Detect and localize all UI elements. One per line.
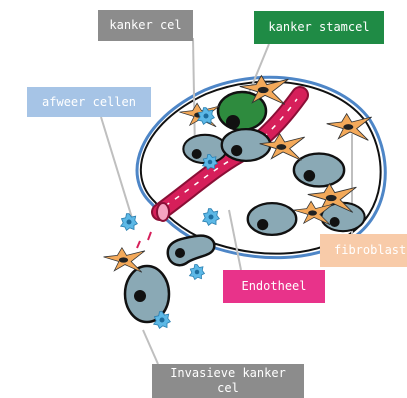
immune-cell [203, 209, 220, 226]
cancer-cell [248, 203, 297, 235]
invasive-cancer-cell-crawling [168, 236, 215, 266]
label-kanker-stamcel: kanker stamcel [254, 11, 384, 44]
fibroblast-cell [104, 248, 145, 273]
immune-cell [121, 214, 138, 231]
label-endotheel: Endotheel [223, 270, 325, 303]
label-fibroblast: fibroblast [320, 234, 407, 267]
immune-cell [190, 265, 205, 280]
label-invasieve-kanker-cel: Invasieve kanker cel [152, 364, 304, 398]
label-afweer-cellen: afweer cellen [27, 87, 151, 117]
fibroblast-cell [327, 114, 372, 141]
label-kanker-cel: kanker cel [98, 10, 193, 41]
cancer-cell [294, 154, 344, 187]
vessel-fragments [137, 232, 151, 248]
